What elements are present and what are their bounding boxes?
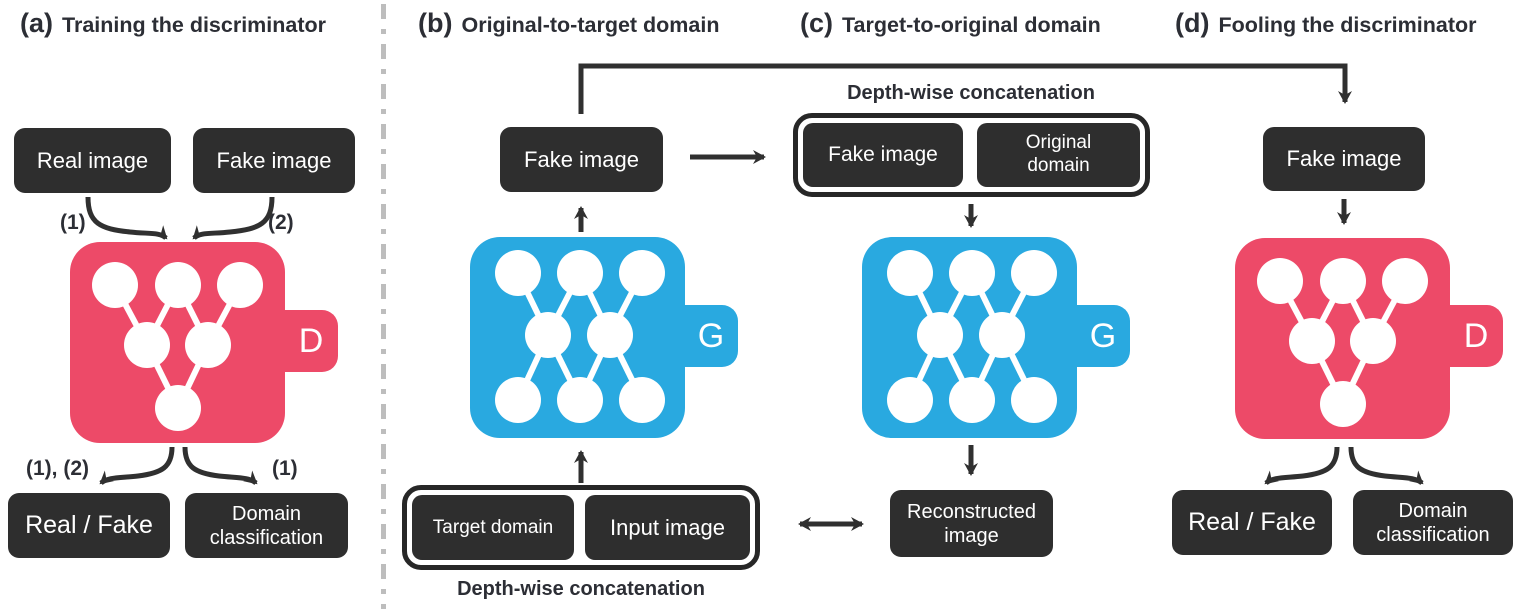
panel-b-prefix: (b) — [418, 8, 453, 38]
discriminator-network-graph — [92, 262, 263, 431]
network-nodes — [887, 250, 1057, 423]
fake-image-box-c: Fake image — [803, 123, 963, 187]
depthwise-concat-container-c: Fake image Original domain — [793, 113, 1150, 197]
panel-b-title-text: Original-to-target domain — [461, 13, 720, 37]
discriminator-network-graph — [1257, 258, 1428, 427]
panel-c-title-text: Target-to-original domain — [842, 13, 1101, 37]
loss-label-1b: (1) — [272, 457, 298, 480]
panel-d-title-text: Fooling the discriminator — [1218, 13, 1477, 37]
generator-network-b: G — [470, 237, 738, 438]
loss-label-2: (2) — [268, 211, 294, 234]
network-nodes — [495, 250, 665, 423]
arrow-D-d-to-real-fake — [1264, 446, 1340, 486]
loss-label-1-2: (1), (2) — [26, 457, 89, 480]
target-domain-box: Target domain — [412, 495, 574, 560]
generator-network-c: G — [862, 237, 1130, 438]
domain-classification-output-box-d: Domain classification — [1353, 490, 1513, 555]
arrow-D-to-real-fake — [99, 446, 175, 486]
generator-tab-b: G — [684, 305, 738, 367]
panel-c-title: (c) Target-to-original domain — [800, 8, 1101, 39]
generator-letter-b: G — [697, 316, 725, 355]
loss-label-1: (1) — [60, 211, 86, 234]
discriminator-letter: D — [298, 321, 324, 360]
arrow-D-to-domain-classification — [182, 446, 258, 486]
discriminator-network-a: D — [70, 242, 338, 443]
real-image-box-a: Real image — [14, 128, 171, 193]
arrow-fake-image-b-to-fake-image-d — [578, 63, 1352, 114]
panel-divider-dashed-line — [381, 4, 386, 609]
panel-b-title: (b) Original-to-target domain — [418, 8, 719, 39]
panel-d-title: (d) Fooling the discriminator — [1175, 8, 1477, 39]
discriminator-letter-d: D — [1463, 316, 1489, 355]
network-nodes — [92, 262, 263, 431]
panel-c-prefix: (c) — [800, 8, 833, 38]
generator-letter-c: G — [1089, 316, 1117, 355]
original-domain-box: Original domain — [977, 123, 1140, 187]
discriminator-network-d: D — [1235, 238, 1503, 439]
panel-d-prefix: (d) — [1175, 8, 1210, 38]
network-nodes — [1257, 258, 1428, 427]
fake-image-box-d: Fake image — [1263, 127, 1425, 191]
depthwise-concat-label-c: Depth-wise concatenation — [847, 82, 1095, 104]
discriminator-tab-a: D — [284, 310, 338, 372]
reconstructed-image-box: Reconstructed image — [890, 490, 1053, 557]
depthwise-concat-label-b: Depth-wise concatenation — [457, 578, 705, 600]
arrow-real-image-to-D — [85, 196, 168, 240]
fake-image-box-b: Fake image — [500, 127, 663, 192]
generator-tab-c: G — [1076, 305, 1130, 367]
depthwise-concat-container-b: Target domain Input image — [402, 485, 760, 570]
input-image-box: Input image — [585, 495, 750, 560]
generator-network-graph — [887, 250, 1057, 423]
panel-a-title: (a) Training the discriminator — [20, 8, 326, 39]
arrow-fake-image-to-D — [192, 196, 275, 240]
discriminator-tab-d: D — [1449, 305, 1503, 367]
arrow-D-d-to-domain-classification — [1348, 446, 1424, 486]
domain-classification-output-box-a: Domain classification — [185, 493, 348, 558]
real-fake-output-box-a: Real / Fake — [8, 493, 170, 558]
fake-image-box-a: Fake image — [193, 128, 355, 193]
panel-a-prefix: (a) — [20, 8, 53, 38]
real-fake-output-box-d: Real / Fake — [1172, 490, 1332, 555]
generator-network-graph — [495, 250, 665, 423]
panel-a-title-text: Training the discriminator — [62, 13, 327, 37]
